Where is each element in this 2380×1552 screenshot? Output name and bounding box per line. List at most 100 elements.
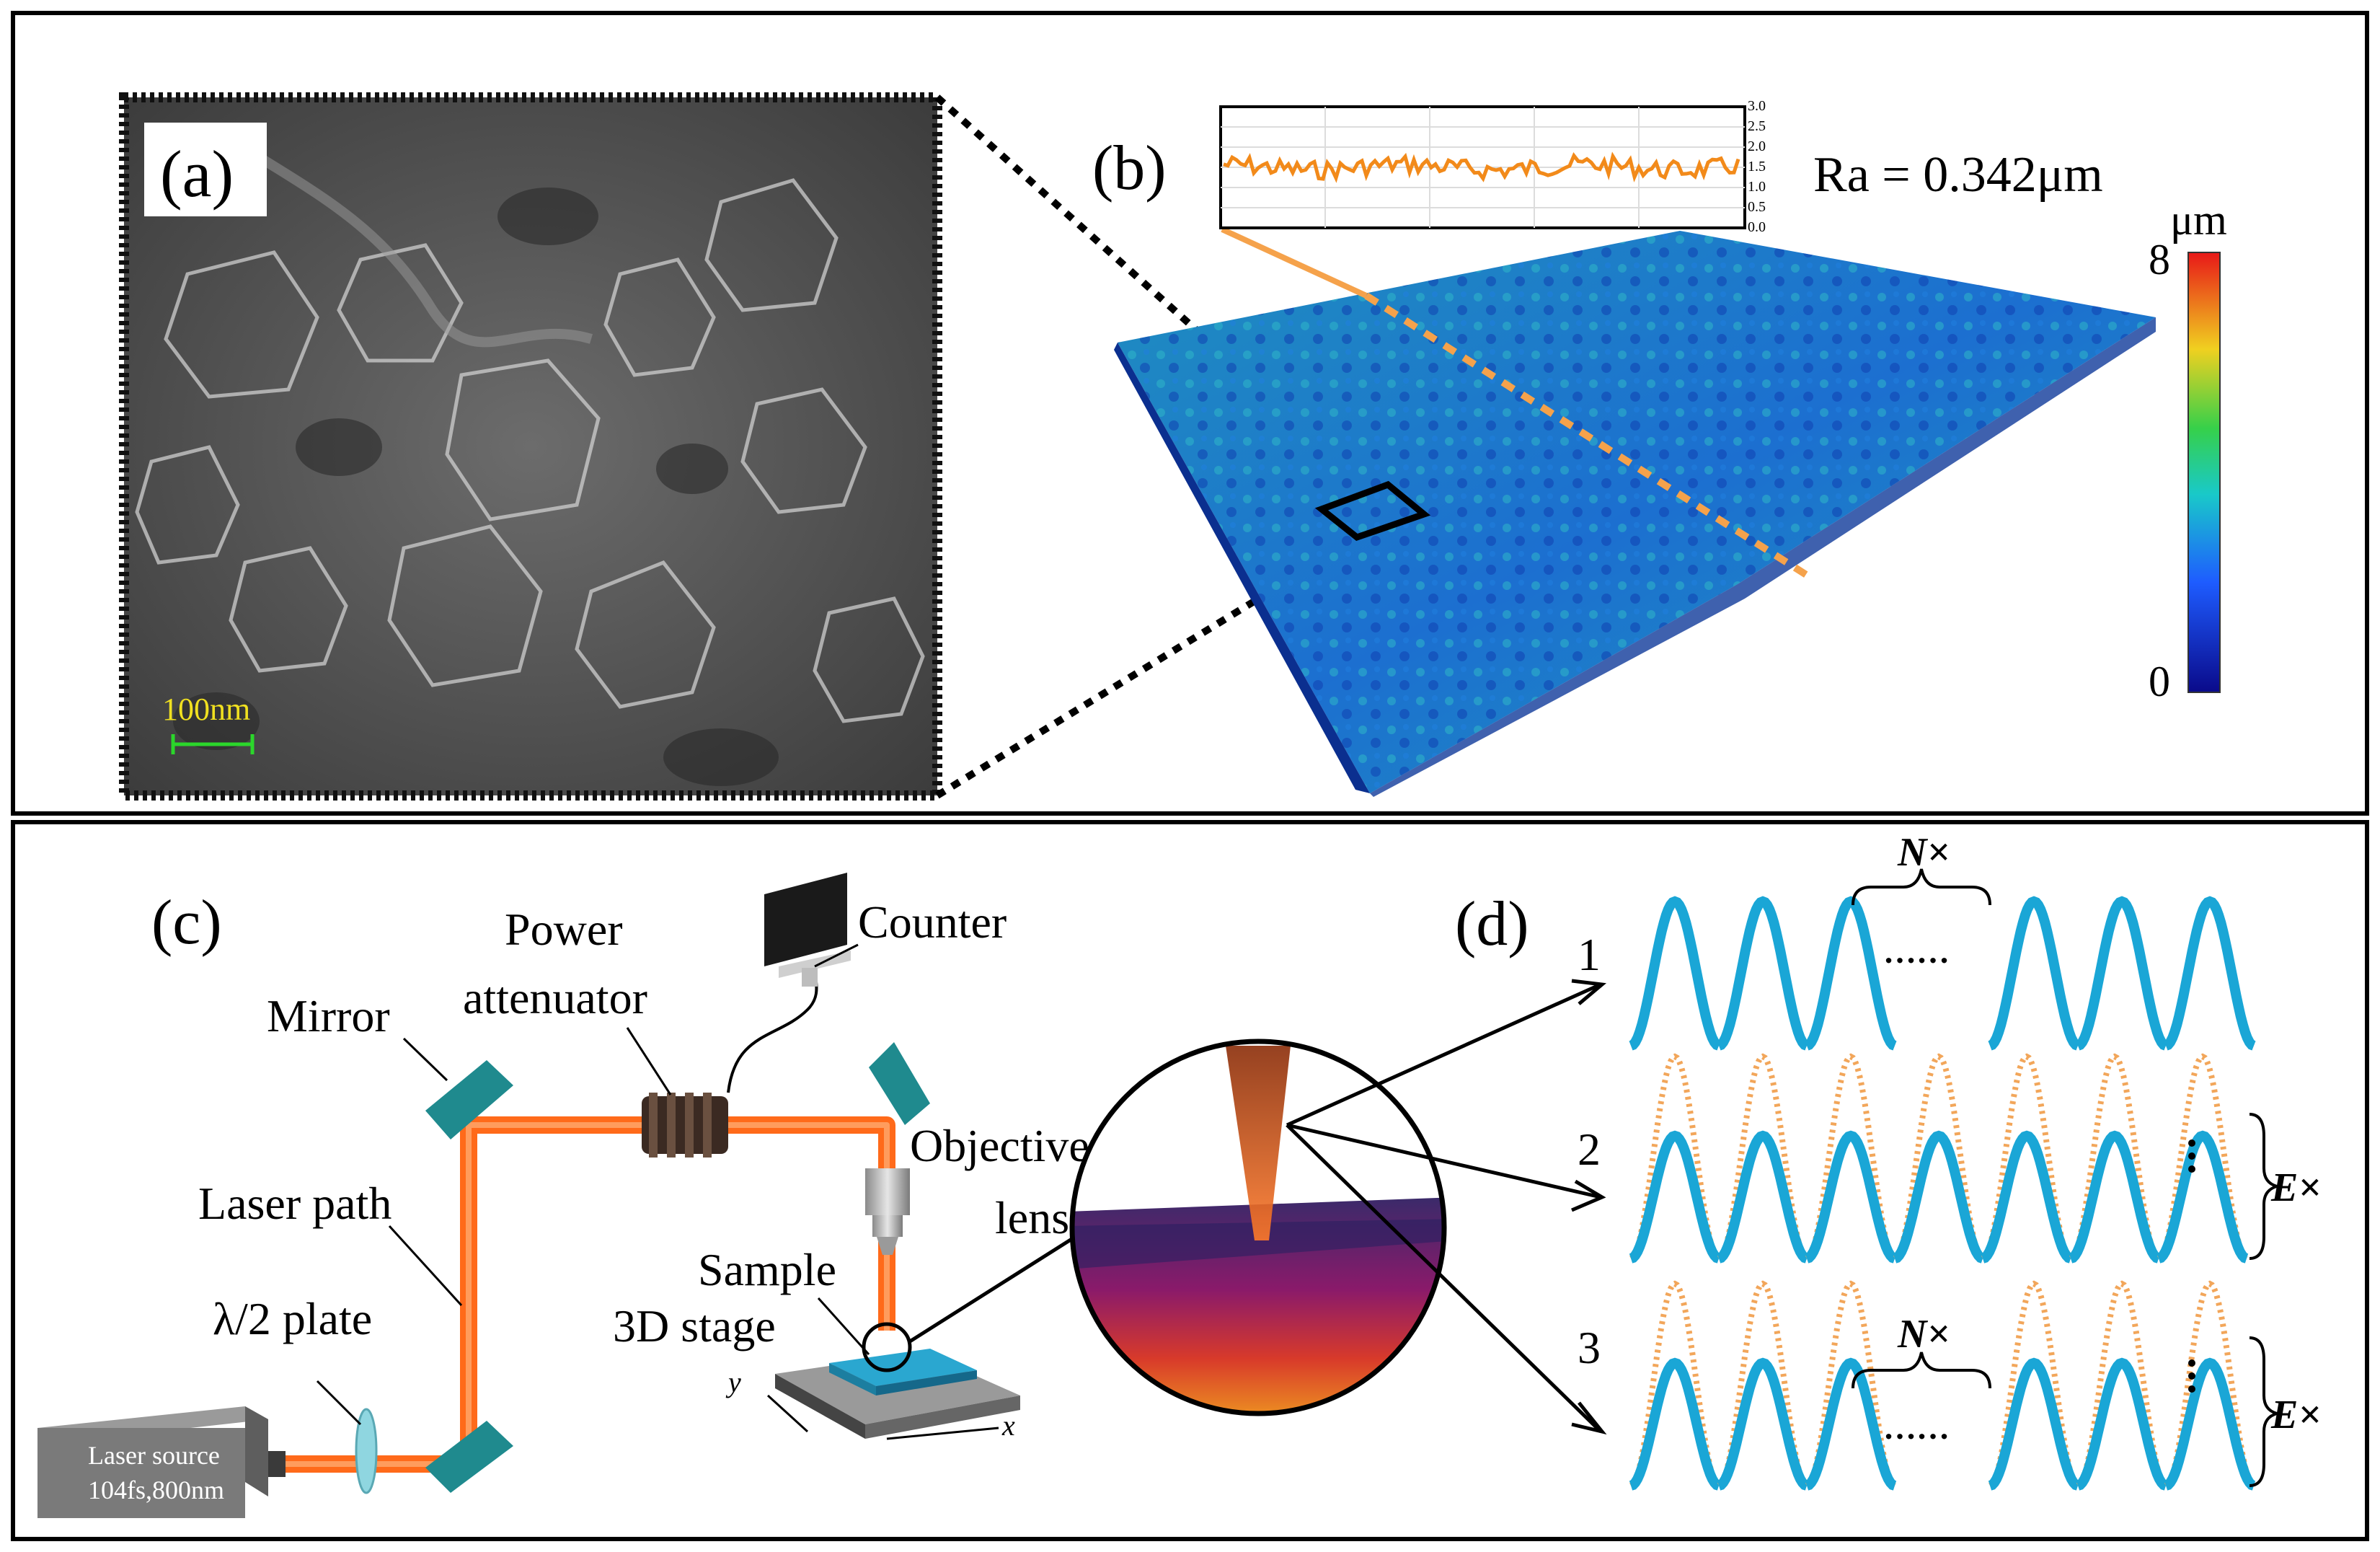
inset-tick-0: 3.0 (1748, 98, 1766, 114)
pulse-row-3-envelope (1629, 1280, 1720, 1489)
mirror-top-right (869, 1042, 930, 1125)
pulse-row-2 (1893, 1130, 1985, 1264)
objective-label-2: lens (995, 1192, 1069, 1243)
zoom-connector (908, 1224, 1094, 1344)
pulse-row-2 (1629, 1130, 1721, 1264)
inset-tick-2: 2.0 (1748, 138, 1766, 154)
laser-source-spec: 104fs,800nm (88, 1476, 224, 1504)
counter-label: Counter (858, 896, 1007, 948)
pulse-row-1 (2164, 896, 2256, 1051)
objective-label-1: Objective (910, 1120, 1089, 1171)
pulse-trains (1629, 896, 2256, 1491)
distribution-arrows (1286, 979, 1607, 1435)
surface-3d-plot (1114, 231, 2156, 797)
stage-label: 3D stage (613, 1300, 776, 1352)
pulse-row-2 (2156, 1130, 2249, 1264)
mirror-bottom-left (425, 1421, 513, 1493)
pulse-row-1 (2076, 896, 2168, 1051)
pulse-row-2-envelope (1629, 1053, 1720, 1261)
profile-inset (1219, 105, 1746, 229)
pulse-row-2-envelope (1981, 1053, 2072, 1261)
pulse-row-2-envelope (1717, 1053, 1808, 1261)
roughness-value: Ra = 0.342μm (1813, 147, 2103, 203)
scale-bar-label: 100nm (162, 692, 250, 727)
pulse-row-3 (1629, 1357, 1721, 1491)
pulse-row-3-envelope (1717, 1280, 1808, 1489)
half-wave-plate-label: λ/2 plate (213, 1293, 372, 1344)
inset-tick-5: 0.5 (1748, 199, 1766, 215)
dots-row-1: …… (1883, 933, 1950, 970)
inset-tick-3: 1.5 (1748, 159, 1766, 175)
brace-n-row-3 (1852, 1352, 1991, 1389)
inset-tick-4: 1.0 (1748, 179, 1766, 195)
counter-monitor (764, 873, 851, 987)
pulse-row-3 (1805, 1357, 1897, 1491)
brace-n-row-1 (1852, 868, 1991, 906)
pulse-row-3 (1717, 1357, 1809, 1491)
pulse-row-1 (1805, 896, 1897, 1051)
profile-link (1221, 226, 1368, 299)
axis-x-label: x (1001, 1409, 1015, 1442)
mirror-label: Mirror (267, 990, 390, 1041)
half-wave-plate (355, 1408, 378, 1494)
pulse-row-2 (2069, 1130, 2161, 1264)
pulse-row-2-envelope (2157, 1053, 2248, 1261)
panel-label-a: (a) (160, 137, 234, 211)
pulse-row-2-envelope (2069, 1053, 2160, 1261)
top-panel-frame (11, 11, 2369, 816)
pulse-row-3-envelope (2076, 1280, 2167, 1489)
colorbar-unit: μm (2170, 196, 2227, 244)
power-attenuator-label-2: attenuator (463, 972, 647, 1023)
pulse-row-2 (1717, 1130, 1809, 1264)
axis-y-label: y (725, 1366, 741, 1398)
profile-line (1364, 292, 1812, 581)
selected-area-marker (1314, 480, 1431, 542)
row-label-1: 1 (1578, 929, 1601, 980)
panel-label-b: (b) (1092, 133, 1167, 203)
pulse-row-1 (1629, 896, 1721, 1051)
repeat-n-row-3: N× (1897, 1312, 1950, 1357)
pulse-row-1 (1988, 896, 2080, 1051)
pulse-row-3 (1988, 1357, 2080, 1491)
power-attenuator-label-1: Power (505, 904, 623, 955)
repeat-n-row-1: N× (1897, 830, 1950, 875)
label-a-box (144, 123, 267, 216)
pulse-row-3 (2076, 1357, 2168, 1491)
y-axis-arrow (766, 1394, 809, 1433)
inset-tick-1: 2.5 (1748, 118, 1766, 134)
brace-e-row-2 (2249, 1113, 2283, 1260)
sem-image (119, 92, 942, 801)
pulse-row-2-envelope (1805, 1053, 1896, 1261)
objective-lens-device (865, 1168, 910, 1255)
colorbar-min: 0 (2149, 658, 2170, 705)
pulse-row-1 (1717, 896, 1809, 1051)
bottom-panel-frame (11, 820, 2369, 1541)
colorbar (2187, 252, 2221, 693)
mirror-top-left (425, 1060, 513, 1139)
laser-path-label: Laser path (198, 1178, 391, 1229)
sample-label: Sample (698, 1244, 836, 1295)
x-axis-arrow (886, 1427, 999, 1440)
pulse-row-3 (2164, 1357, 2256, 1491)
panel-label-d: (d) (1455, 889, 1529, 959)
colorbar-max: 8 (2149, 236, 2170, 283)
pulse-row-2 (1805, 1130, 1897, 1264)
pulse-row-3-envelope (2164, 1280, 2255, 1489)
panel-label-c: (c) (151, 888, 222, 958)
pulse-row-2-envelope (1893, 1053, 1984, 1261)
pulse-row-3-envelope (1989, 1280, 2079, 1489)
pulse-row-3-envelope (1805, 1280, 1896, 1489)
repeat-e-row-2: E× (2270, 1165, 2321, 1210)
zoom-circle-large (1069, 1039, 1447, 1416)
dots-row-3: …… (1883, 1409, 1950, 1446)
laser-source-device (37, 1406, 286, 1518)
power-attenuator-device (642, 1093, 728, 1158)
row-label-3: 3 (1578, 1322, 1601, 1373)
laser-source-label: Laser source (88, 1441, 220, 1470)
row-label-2: 2 (1578, 1124, 1601, 1175)
pulse-row-2 (1981, 1130, 2073, 1264)
inset-tick-6: 0.0 (1748, 219, 1766, 235)
repeat-e-row-3: E× (2270, 1393, 2321, 1437)
brace-e-row-3 (2249, 1336, 2283, 1487)
